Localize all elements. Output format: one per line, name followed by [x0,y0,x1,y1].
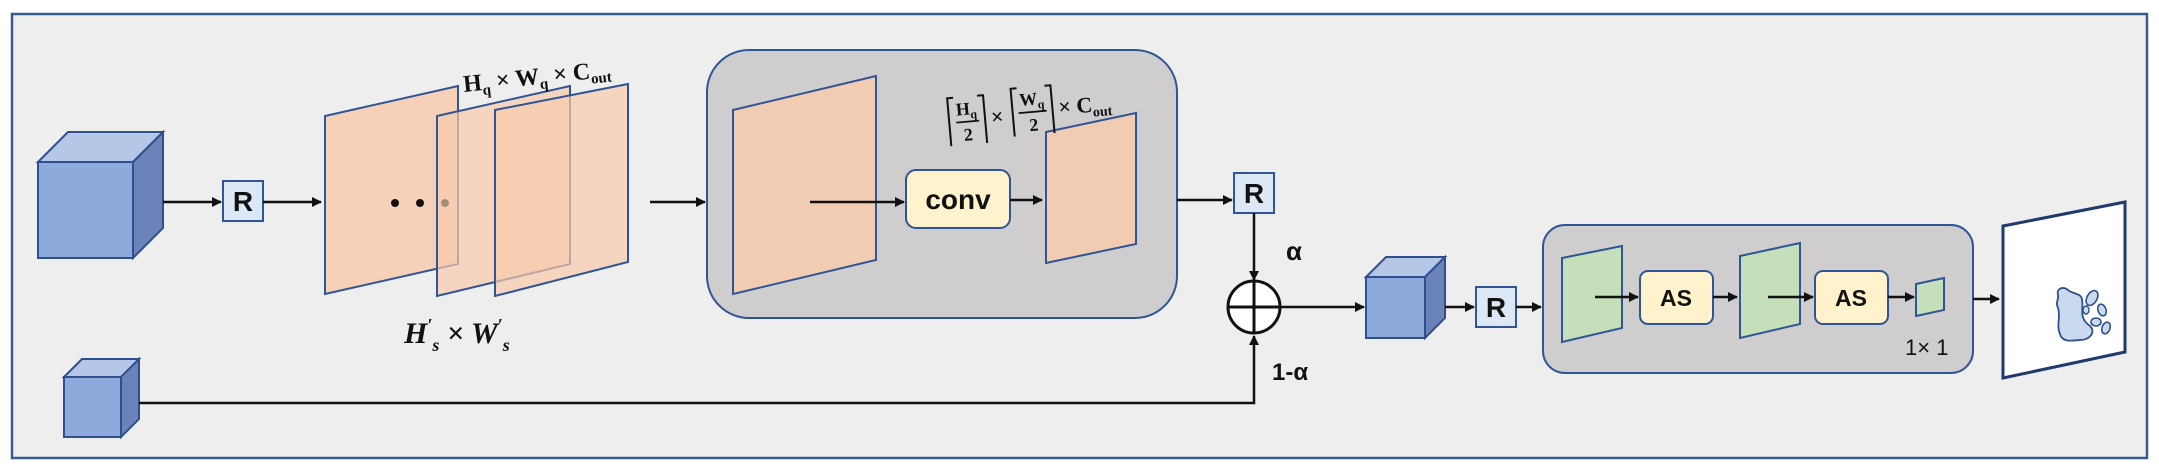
circled-plus-icon [1226,279,1282,335]
ellipsis-dot [391,199,399,207]
svg-text:AS: AS [1660,285,1692,311]
r-box-1: R [222,180,264,222]
as-group-box: AS AS 1× 1 [1542,224,1974,374]
pooled-feature-map [1045,111,1137,265]
feature-size-top-formula: Hq × Wq × Cout [462,57,613,101]
green-map-2 [1739,241,1801,340]
green-map-1 [1561,244,1623,344]
r-box-3: R [1475,286,1517,328]
ellipsis-dot [416,199,424,207]
one-minus-alpha-label: 1-α [1272,359,1308,386]
feature-size-bottom-formula: H′s × W′s [403,315,510,355]
feature-map-stack [324,82,629,298]
svg-text:R: R [1244,178,1264,209]
svg-text:conv: conv [925,184,991,215]
as-block-1: AS [1639,270,1714,325]
fused-feature-cube [1363,254,1448,341]
r-box-2: R [1233,172,1275,214]
conv-input-map [732,74,877,296]
segmentation-mask-icon [2001,200,2127,380]
feature-map-3 [494,82,629,298]
arrow-support-to-sum [139,335,1259,405]
one-by-one-label: 1× 1 [1905,335,1948,360]
svg-text:AS: AS [1835,285,1867,311]
svg-text:2: 2 [1028,115,1039,136]
conv-group-box: conv [706,49,1178,319]
svg-text:2: 2 [963,124,974,145]
svg-text:×: × [990,104,1005,130]
alpha-label: α [1286,236,1302,266]
green-map-3 [1915,276,1945,318]
as-block-2: AS [1814,270,1889,325]
svg-text:R: R [1486,292,1506,323]
conv-block: conv [905,169,1011,229]
input-cube-support [61,356,142,440]
svg-text:R: R [233,186,253,217]
input-cube-query [35,129,166,261]
ellipsis-dot [441,199,449,207]
